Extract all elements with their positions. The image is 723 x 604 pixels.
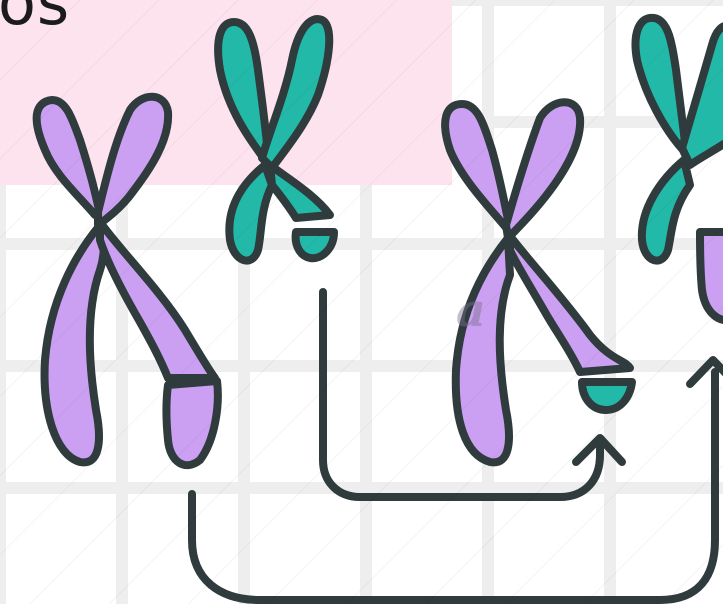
watermark-letter: a xyxy=(456,283,486,337)
